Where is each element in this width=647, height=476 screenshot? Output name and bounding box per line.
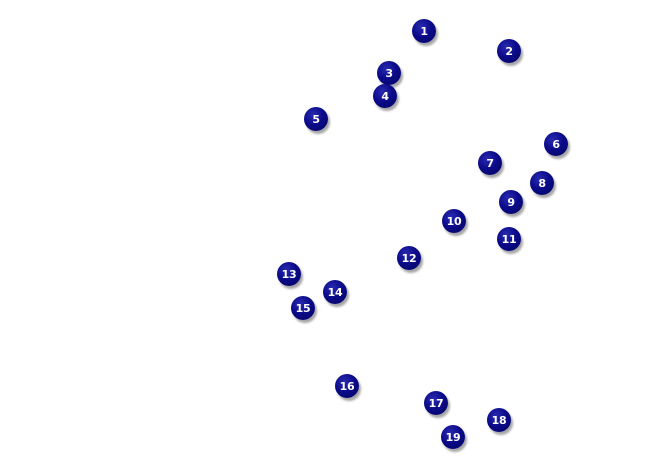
- marker-5[interactable]: 5: [304, 107, 328, 131]
- marker-label: 17: [428, 396, 444, 410]
- marker-17[interactable]: 17: [424, 391, 448, 415]
- marker-label: 6: [552, 137, 560, 151]
- marker-label: 19: [445, 430, 461, 444]
- marker-1[interactable]: 1: [412, 19, 436, 43]
- marker-3[interactable]: 3: [377, 61, 401, 85]
- marker-18[interactable]: 18: [487, 408, 511, 432]
- marker-label: 4: [381, 89, 389, 103]
- marker-label: 5: [312, 112, 320, 126]
- marker-15[interactable]: 15: [291, 296, 315, 320]
- marker-label: 9: [507, 195, 515, 209]
- marker-11[interactable]: 11: [497, 227, 521, 251]
- marker-label: 8: [538, 176, 546, 190]
- marker-10[interactable]: 10: [442, 209, 466, 233]
- marker-label: 2: [505, 44, 513, 58]
- marker-label: 7: [486, 156, 494, 170]
- marker-19[interactable]: 19: [441, 425, 465, 449]
- marker-label: 15: [295, 301, 311, 315]
- marker-label: 16: [339, 379, 355, 393]
- marker-label: 10: [446, 214, 462, 228]
- marker-4[interactable]: 4: [373, 84, 397, 108]
- marker-8[interactable]: 8: [530, 171, 554, 195]
- marker-label: 12: [401, 251, 417, 265]
- marker-label: 1: [420, 24, 428, 38]
- marker-16[interactable]: 16: [335, 374, 359, 398]
- marker-label: 14: [327, 285, 343, 299]
- marker-label: 3: [385, 66, 393, 80]
- marker-12[interactable]: 12: [397, 246, 421, 270]
- marker-2[interactable]: 2: [497, 39, 521, 63]
- marker-14[interactable]: 14: [323, 280, 347, 304]
- marker-13[interactable]: 13: [277, 262, 301, 286]
- marker-7[interactable]: 7: [478, 151, 502, 175]
- marker-9[interactable]: 9: [499, 190, 523, 214]
- marker-6[interactable]: 6: [544, 132, 568, 156]
- marker-label: 11: [501, 232, 517, 246]
- marker-label: 18: [491, 413, 507, 427]
- marker-label: 13: [281, 267, 297, 281]
